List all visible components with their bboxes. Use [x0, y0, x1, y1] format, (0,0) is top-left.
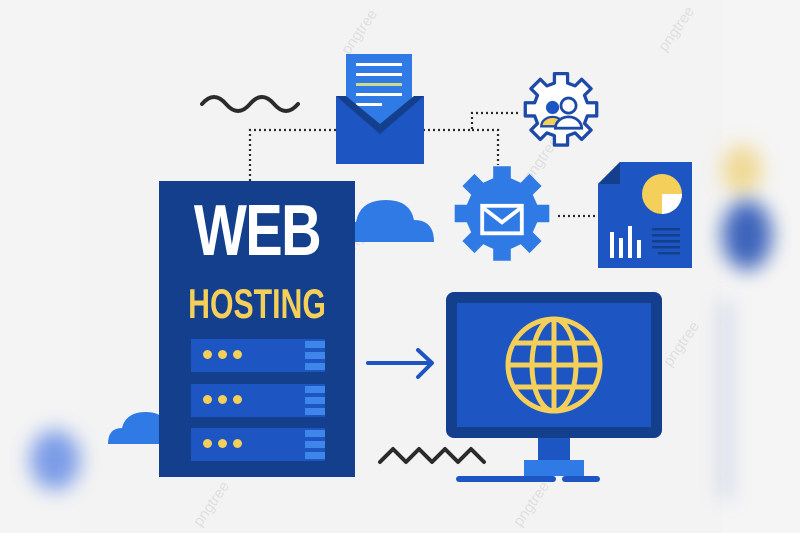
blurred-yellow-fragment: [722, 145, 762, 195]
led-icon: [218, 439, 227, 448]
blurred-cloud-fragment: [30, 430, 80, 490]
server-rack: [191, 339, 325, 372]
title-hosting: HOSTING: [188, 280, 326, 327]
vent-icon: [305, 428, 325, 461]
monitor-globe-icon: [446, 292, 662, 482]
blurred-edge-line: [722, 300, 730, 500]
users-gear-icon: [523, 71, 599, 147]
title-web: WEB: [193, 191, 322, 271]
led-icon: [203, 439, 212, 448]
led-icon: [203, 395, 212, 404]
server-rack: [191, 384, 325, 417]
vent-icon: [305, 384, 325, 417]
mail-gear-icon: [454, 166, 550, 261]
led-icon: [218, 395, 227, 404]
led-icon: [233, 350, 242, 359]
right-blur-edge: [722, 0, 800, 533]
server-rack: [191, 428, 325, 461]
left-blur-edge: [0, 0, 80, 533]
vent-icon: [305, 339, 325, 372]
led-icon: [233, 439, 242, 448]
arrow-right-icon: [366, 348, 434, 379]
web-hosting-server: WEB HOSTING: [159, 181, 355, 477]
zigzag-line: [378, 447, 486, 464]
led-icon: [203, 350, 212, 359]
blurred-blue-fragment: [722, 200, 772, 270]
report-document-icon: [598, 162, 692, 268]
envelope-document-icon: [336, 54, 424, 164]
led-icon: [233, 395, 242, 404]
led-icon: [218, 350, 227, 359]
cloud-icon: [336, 200, 434, 242]
wavy-line-top: [200, 95, 300, 113]
